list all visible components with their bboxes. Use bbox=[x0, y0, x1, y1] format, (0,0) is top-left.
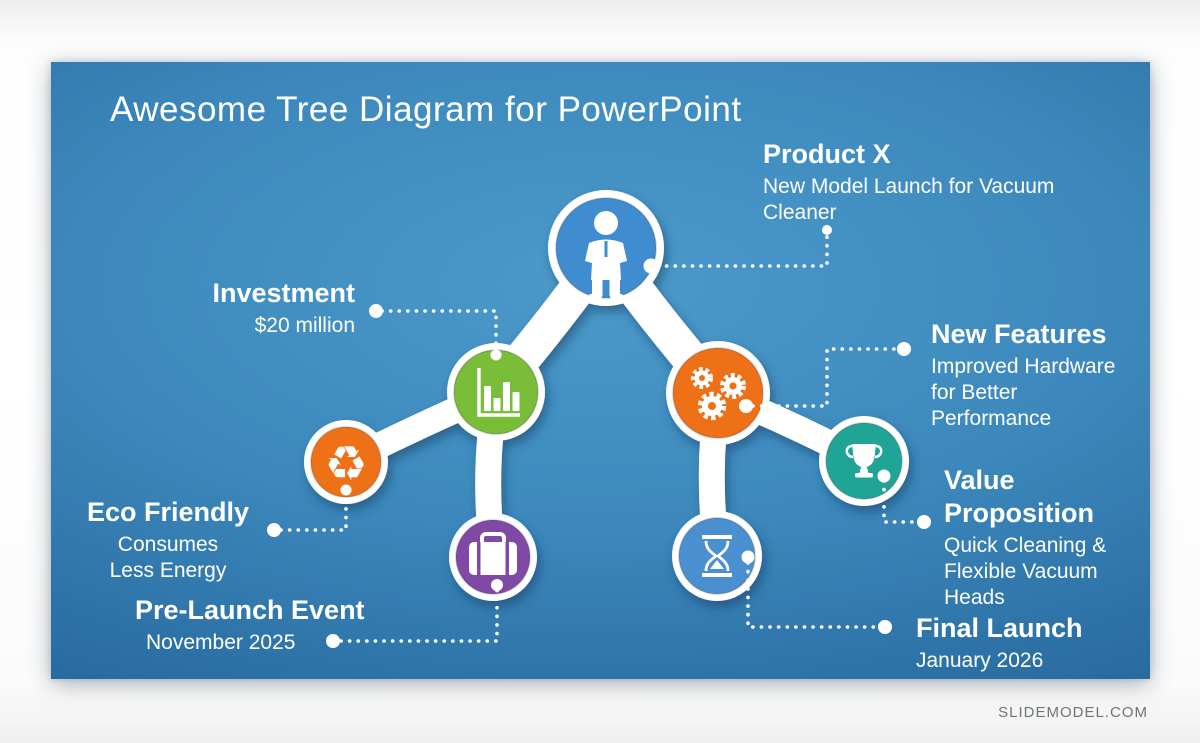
label-line: Flexible Vacuum bbox=[944, 560, 1098, 583]
label-line: Cleaner bbox=[763, 201, 837, 224]
label-line: Less Energy bbox=[109, 559, 227, 582]
label-line: Heads bbox=[944, 586, 1005, 609]
label-title: New Features bbox=[931, 319, 1107, 349]
watermark: SLIDEMODEL.COM bbox=[998, 704, 1148, 721]
label-title: Pre-Launch Event bbox=[135, 595, 365, 625]
label-title: Investment bbox=[212, 278, 355, 308]
label-title: Value Proposition bbox=[944, 465, 1094, 528]
label-line: Improved Hardware bbox=[931, 355, 1116, 378]
label-line: Consumes bbox=[117, 533, 219, 556]
label-line: $20 million bbox=[254, 314, 355, 337]
label-product-x: Product X New Model Launch for Vacuum Cl… bbox=[763, 138, 1054, 226]
label-investment: Investment $20 million bbox=[212, 277, 355, 339]
label-line: November 2025 bbox=[146, 631, 296, 654]
label-line: New Model Launch for Vacuum bbox=[763, 175, 1055, 198]
label-line: January 2026 bbox=[916, 649, 1044, 672]
label-eco-friendly: Eco Friendly Consumes Less Energy bbox=[84, 496, 252, 584]
label-title: Eco Friendly bbox=[86, 497, 250, 527]
label-line: Quick Cleaning & bbox=[944, 534, 1107, 557]
label-line: Performance bbox=[931, 407, 1052, 430]
label-value-proposition: Value Proposition Quick Cleaning & Flexi… bbox=[944, 464, 1129, 611]
label-new-features: New Features Improved Hardware for Bette… bbox=[931, 318, 1115, 432]
label-title: Final Launch bbox=[916, 613, 1083, 643]
label-final-launch: Final Launch January 2026 bbox=[916, 612, 1083, 674]
page-title: Awesome Tree Diagram for PowerPoint bbox=[110, 90, 742, 129]
label-line: for Better bbox=[931, 381, 1018, 404]
label-pre-launch: Pre-Launch Event November 2025 bbox=[135, 594, 365, 656]
label-title: Product X bbox=[763, 139, 891, 169]
